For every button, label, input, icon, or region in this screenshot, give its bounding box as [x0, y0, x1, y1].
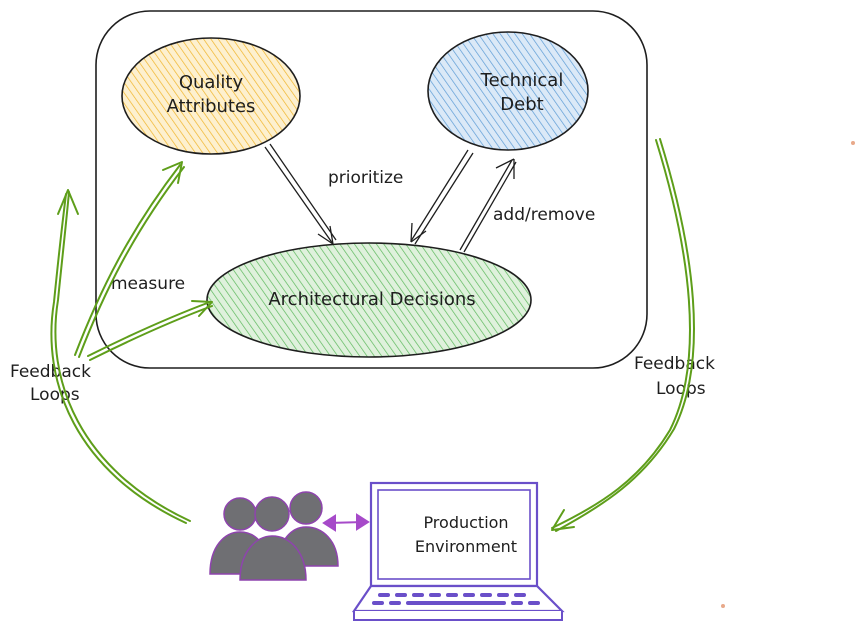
arrow-decisions-to-debt	[459, 158, 517, 253]
label-feedback-right-line1: Feedback	[634, 354, 715, 374]
technical-debt-line1: Technical	[480, 70, 564, 91]
label-feedback-left-line2: Loops	[30, 385, 80, 405]
arrow-quality-to-decisions	[264, 143, 337, 245]
feedback-arrow-to-decisions	[87, 301, 211, 357]
label-add-remove: add/remove	[493, 205, 595, 225]
feedback-arrow-to-quality	[74, 164, 181, 356]
quality-attributes-line2: Attributes	[167, 96, 256, 117]
label-feedback-left-line1: Feedback	[10, 362, 91, 382]
node-technical-debt: Technical Debt	[427, 31, 589, 151]
production-line2: Environment	[415, 537, 517, 556]
stray-dot	[721, 604, 725, 608]
system-boundary	[95, 10, 648, 369]
label-feedback-right-line2: Loops	[656, 379, 706, 399]
stray-dot	[851, 141, 855, 145]
technical-debt-line2: Debt	[500, 94, 543, 115]
production-line1: Production	[423, 513, 508, 532]
feedback-arrow-people-to-top	[54, 191, 191, 522]
arrow-debt-to-decisions	[410, 149, 474, 245]
feedback-arrow-to-production	[551, 139, 691, 529]
architectural-decisions-label: Architectural Decisions	[268, 289, 475, 310]
laptop-icon: Production Environment	[351, 481, 565, 621]
label-measure: measure	[111, 274, 185, 294]
label-prioritize: prioritize	[328, 168, 403, 188]
node-quality-attributes: Quality Attributes	[121, 37, 301, 155]
quality-attributes-line1: Quality	[179, 72, 244, 93]
link-arrow-people-production	[322, 513, 370, 532]
people-icon	[209, 491, 339, 581]
node-architectural-decisions: Architectural Decisions	[206, 242, 532, 358]
feedback-arrows	[50, 138, 695, 532]
